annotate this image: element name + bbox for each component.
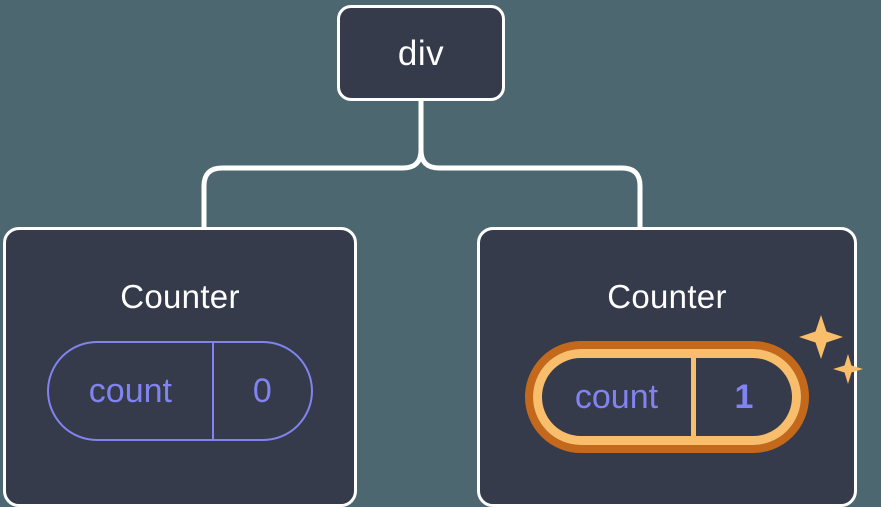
diagram-canvas: div Counter count 0 Counter count 1	[3, 5, 863, 507]
counter-left-title: Counter	[120, 278, 240, 315]
connector-to-right-child	[418, 147, 643, 230]
tree-node-counter-right[interactable]: Counter count 1	[477, 227, 863, 507]
counter-left-state-key: count	[49, 343, 214, 439]
tree-node-root[interactable]: div	[337, 5, 505, 101]
counter-right-state-key: count	[542, 358, 696, 436]
counter-left-state-value: 0	[252, 372, 272, 410]
tree-node-counter-left[interactable]: Counter count 0	[3, 227, 357, 507]
sparkle-small-icon	[833, 354, 863, 384]
root-node-label: div	[397, 33, 445, 73]
counter-left-state-wrap: count 0	[47, 341, 313, 441]
counter-right-state-value: 1	[734, 378, 754, 416]
counter-right-state-wrap: count 1	[525, 315, 863, 453]
counter-right-title: Counter	[607, 278, 727, 315]
sparkles-group	[799, 315, 863, 384]
counter-right-state-pill-inner: count 1	[533, 349, 801, 445]
counter-left-state-pill[interactable]: count 0	[47, 341, 313, 441]
sparkle-large-icon	[799, 315, 843, 359]
connector-to-left-child	[201, 147, 424, 230]
counter-right-state-pill[interactable]: count 1	[525, 341, 809, 453]
